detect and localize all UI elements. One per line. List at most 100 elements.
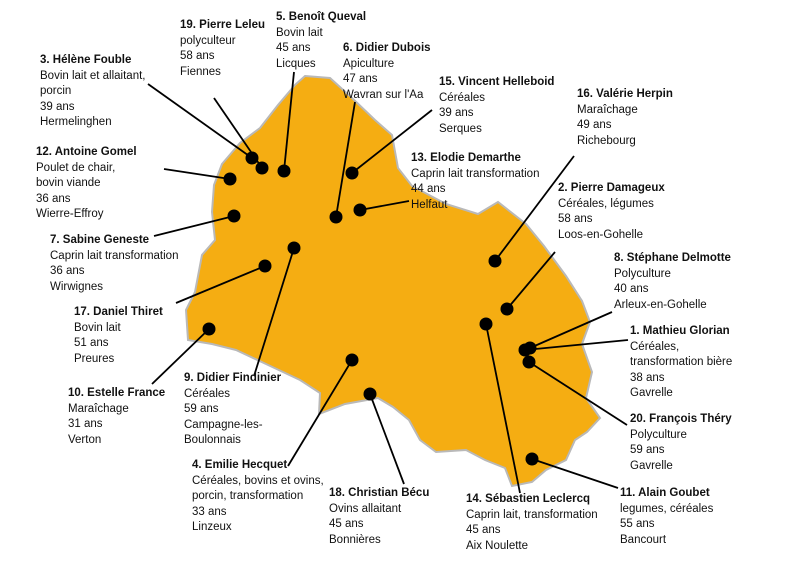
leader-line-p14	[485, 323, 521, 494]
farmer-name: 1. Mathieu Glorian	[630, 325, 730, 337]
farmer-detail: 38 ans	[630, 371, 665, 384]
farmer-detail: Poulet de chair,	[36, 161, 116, 174]
location-marker-p13[interactable]	[353, 203, 367, 217]
farmer-detail: Céréales	[184, 387, 231, 400]
farmer-detail: 36 ans	[36, 192, 71, 205]
farmer-name: 13. Elodie Demarthe	[411, 152, 521, 164]
farmer-detail: 45 ans	[466, 524, 501, 536]
location-marker-p11[interactable]	[525, 452, 539, 466]
location-marker-p6[interactable]	[329, 210, 343, 224]
location-marker-p3[interactable]	[245, 151, 259, 165]
leader-line-p9	[253, 247, 295, 377]
location-marker-p9[interactable]	[287, 241, 301, 255]
pas-de-calais-region-shape	[184, 74, 602, 488]
farmer-detail: Céréales,	[630, 340, 680, 353]
farmer-detail: transformation bière	[630, 356, 733, 368]
leader-line-p6	[335, 101, 356, 218]
leader-line-p15	[351, 109, 433, 174]
farmer-detail: Maraîchage	[68, 402, 129, 415]
farmer-name: 6. Didier Dubois	[343, 42, 431, 54]
farmer-name: 16. Valérie Herpin	[577, 88, 673, 100]
farmer-detail: Richebourg	[577, 134, 636, 147]
farmer-detail: Linzeux	[192, 521, 232, 533]
location-marker-p10[interactable]	[202, 322, 216, 336]
farmer-detail: 45 ans	[276, 42, 311, 54]
farmer-detail: Caprin lait transformation	[411, 167, 540, 180]
farmer-detail: Céréales, bovins et ovins,	[192, 474, 324, 487]
farmer-detail: 59 ans	[630, 444, 665, 456]
farmer-detail: bovin viande	[36, 177, 101, 189]
farmer-detail: Caprin lait, transformation	[466, 508, 598, 521]
farmer-detail: Bovin lait	[276, 26, 323, 39]
farmer-detail: legumes, céréales	[620, 502, 714, 515]
leader-line-p13	[359, 200, 410, 211]
leader-line-p5	[283, 71, 295, 172]
leader-line-p7	[153, 215, 235, 237]
location-marker-p20[interactable]	[522, 355, 536, 369]
location-marker-p16[interactable]	[488, 254, 502, 268]
farmer-name: 3. Hélène Fouble	[40, 54, 132, 66]
farmer-detail: Bovin lait et allaitant,	[40, 69, 146, 82]
farmer-detail: Serques	[439, 122, 482, 135]
location-marker-p2[interactable]	[500, 302, 514, 316]
location-marker-p4[interactable]	[345, 353, 359, 367]
location-marker-p19[interactable]	[255, 161, 269, 175]
farmer-name: 14. Sébastien Leclercq	[466, 493, 591, 505]
farmer-name: 18. Christian Bécu	[329, 487, 430, 499]
farmer-detail: Ovins allaitant	[329, 502, 402, 515]
farmer-detail: Campagne-les-	[184, 418, 263, 431]
farmer-detail: 40 ans	[614, 283, 649, 295]
farmer-detail: 44 ans	[411, 183, 446, 195]
leader-line-p2	[506, 251, 556, 310]
farmer-detail: Preures	[74, 352, 115, 365]
farmer-detail: Céréales	[439, 91, 486, 104]
location-marker-p17[interactable]	[258, 259, 272, 273]
farmer-detail: 59 ans	[184, 403, 219, 415]
farmer-detail: Bovin lait	[74, 321, 121, 334]
farmer-name: 20. François Théry	[630, 413, 732, 425]
farmer-name: 9. Didier Findinier	[184, 372, 282, 384]
location-marker-p5[interactable]	[277, 164, 291, 178]
leader-line-p3	[147, 83, 253, 159]
farmer-name: 4. Emilie Hecquet	[192, 459, 288, 471]
location-marker-p7[interactable]	[227, 209, 241, 223]
farmer-name: 8. Stéphane Delmotte	[614, 252, 731, 264]
farmer-detail: 33 ans	[192, 505, 227, 518]
farmer-detail: Wavran sur l'Aa	[343, 88, 424, 101]
farmer-detail: 39 ans	[40, 100, 75, 113]
location-marker-p1[interactable]	[518, 343, 532, 357]
farmer-detail: Verton	[68, 433, 102, 446]
farmer-name: 12. Antoine Gomel	[36, 146, 137, 158]
farmer-detail: porcin, transformation	[192, 490, 304, 502]
location-marker-p14[interactable]	[479, 317, 493, 331]
farmer-detail: 49 ans	[577, 119, 612, 131]
location-marker-p18[interactable]	[363, 387, 377, 401]
farmer-detail: Céréales, légumes	[558, 197, 654, 210]
leader-line-p4	[287, 359, 353, 467]
farmer-detail: Fiennes	[180, 65, 221, 78]
leader-line-p20	[528, 361, 628, 426]
farmer-name: 19. Pierre Leleu	[180, 19, 266, 31]
farmer-name: 15. Vincent Helleboid	[439, 76, 555, 88]
farmer-detail: Bonnières	[329, 533, 381, 546]
location-marker-p15[interactable]	[345, 166, 359, 180]
location-marker-p12[interactable]	[223, 172, 237, 186]
farmer-detail: 51 ans	[74, 337, 109, 349]
farmer-detail: Maraîchage	[577, 103, 638, 116]
farmer-detail: 36 ans	[50, 265, 85, 277]
farmer-name: 17. Daniel Thiret	[74, 306, 163, 318]
farmer-detail: 58 ans	[558, 213, 593, 225]
farmer-detail: 58 ans	[180, 50, 215, 62]
